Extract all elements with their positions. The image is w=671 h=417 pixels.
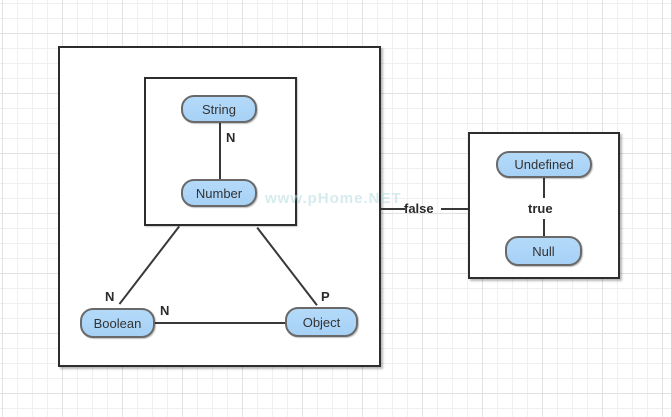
edge-false-right-segment[interactable] — [441, 208, 468, 210]
edge-label-p-object: P — [321, 289, 330, 304]
node-boolean[interactable]: Boolean — [80, 308, 155, 338]
edge-true-bottom-segment[interactable] — [543, 219, 545, 236]
edge-label-false: false — [404, 201, 434, 216]
node-null[interactable]: Null — [505, 236, 582, 266]
node-number[interactable]: Number — [181, 179, 257, 207]
edge-boolean-object[interactable] — [155, 322, 285, 324]
edge-label-n-string-number: N — [226, 130, 236, 145]
edge-label-true: true — [528, 201, 553, 216]
edge-string-number[interactable] — [219, 123, 221, 180]
edge-label-n-boolean-top: N — [105, 289, 115, 304]
node-object[interactable]: Object — [285, 307, 358, 337]
watermark-text: www.pHome.NET — [265, 190, 402, 207]
node-string[interactable]: String — [181, 95, 257, 123]
node-undefined[interactable]: Undefined — [496, 151, 592, 178]
edge-true-top-segment[interactable] — [543, 178, 545, 198]
edge-false-left-segment[interactable] — [381, 208, 405, 210]
edge-label-n-boolean-object: N — [160, 303, 170, 318]
